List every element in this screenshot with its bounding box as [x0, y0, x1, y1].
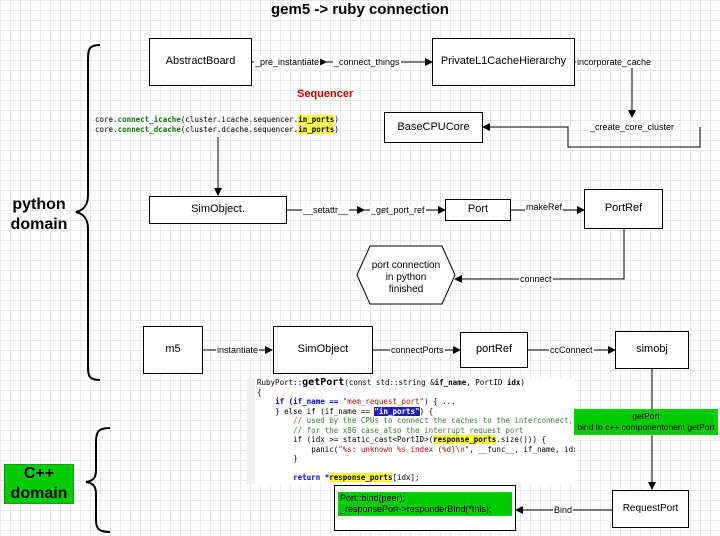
- edge-label-connect: connect: [519, 274, 553, 285]
- edge-create-core-cluster: [482, 123, 701, 148]
- node-portref-upper: PortRef: [584, 189, 663, 229]
- cpp-domain-brace: [85, 427, 111, 533]
- diagram-title: gem5 -> ruby connection: [271, 1, 449, 18]
- node-portref-lower: portRef: [460, 332, 528, 368]
- edge-label-create-core-cluster: _create_core_cluster: [589, 122, 676, 133]
- port-bind-code: Port::bind(peer); _responsePort->respond…: [338, 492, 512, 516]
- port-connection-finished-hexagon: [356, 245, 456, 305]
- edge-label-cc-connect: ccConnect: [549, 345, 594, 356]
- sequencer-label: Sequencer: [297, 88, 354, 100]
- node-simobject: SimObject: [273, 326, 373, 374]
- edge-label-instantiate: instantiate: [216, 345, 260, 356]
- node-private-l1-cache-hierarchy: PrivateL1CacheHierarchy: [432, 38, 575, 86]
- port-connection-finished-label: port connection in python finished: [371, 260, 441, 295]
- node-m5: m5: [143, 326, 203, 374]
- node-base-cpu-core: BaseCPUCore: [384, 112, 483, 143]
- node-abstract-board: AbstractBoard: [149, 38, 252, 86]
- edge-label-connect-ports: connectPorts: [390, 345, 445, 356]
- python-domain-label: python domain: [10, 196, 68, 233]
- node-simobj: simobj: [615, 331, 689, 369]
- edge-label-make-ref: makeRef: [525, 202, 564, 213]
- port-bind-note: Port::bind(peer); _responsePort->respond…: [334, 485, 516, 531]
- node-simobject-dot: SimObject.: [149, 196, 287, 224]
- edge-label-connect-things: _connect_things: [333, 57, 401, 68]
- edge-label-incorporate-cache: incorporate_cache: [576, 57, 653, 68]
- edge-label-pre-instantiate: _pre_instantiate: [254, 57, 321, 68]
- edge-label-get-port-ref: _get_port_ref: [370, 205, 426, 216]
- cpp-getport-code: RubyPort::getPort(const std::string &if_…: [247, 378, 575, 484]
- python-domain-brace: [75, 44, 101, 381]
- getport-note: getPort bind to c++ componentonent getPo…: [574, 409, 718, 435]
- edge-incorporate-cache: [575, 61, 636, 118]
- python-connect-code: core.connect_icache(cluster.icache.seque…: [95, 115, 339, 134]
- node-port: Port: [445, 199, 511, 221]
- edge-label-setattr: __setattr__: [302, 205, 350, 216]
- node-request-port: RequestPort: [612, 490, 689, 528]
- cpp-domain-label: C++ domain: [4, 464, 74, 504]
- edge-connect: [454, 228, 625, 283]
- edge-label-bind: Bind: [553, 505, 574, 516]
